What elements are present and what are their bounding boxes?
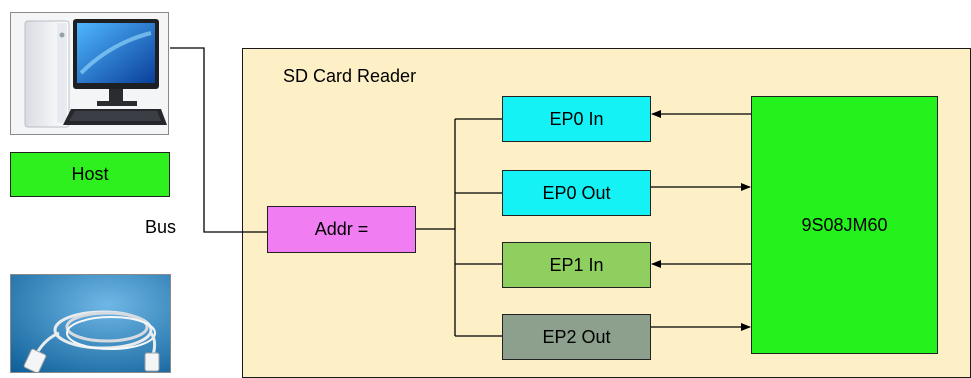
bus-label: Bus [145, 217, 177, 237]
endpoint-ep0-in: EP0 In [502, 96, 651, 142]
address-block: Addr = [267, 206, 416, 253]
endpoint-ep1-in: EP1 In [502, 242, 651, 288]
panel-title: SD Card Reader [283, 66, 417, 86]
microcontroller-block: 9S08JM60 [751, 96, 938, 354]
endpoint-ep2-out: EP2 Out [502, 314, 651, 360]
usb-cable-image [10, 274, 171, 373]
endpoint-ep0-out: EP0 Out [502, 170, 651, 216]
host-block: Host [10, 152, 170, 197]
desktop-computer-image [10, 12, 169, 135]
